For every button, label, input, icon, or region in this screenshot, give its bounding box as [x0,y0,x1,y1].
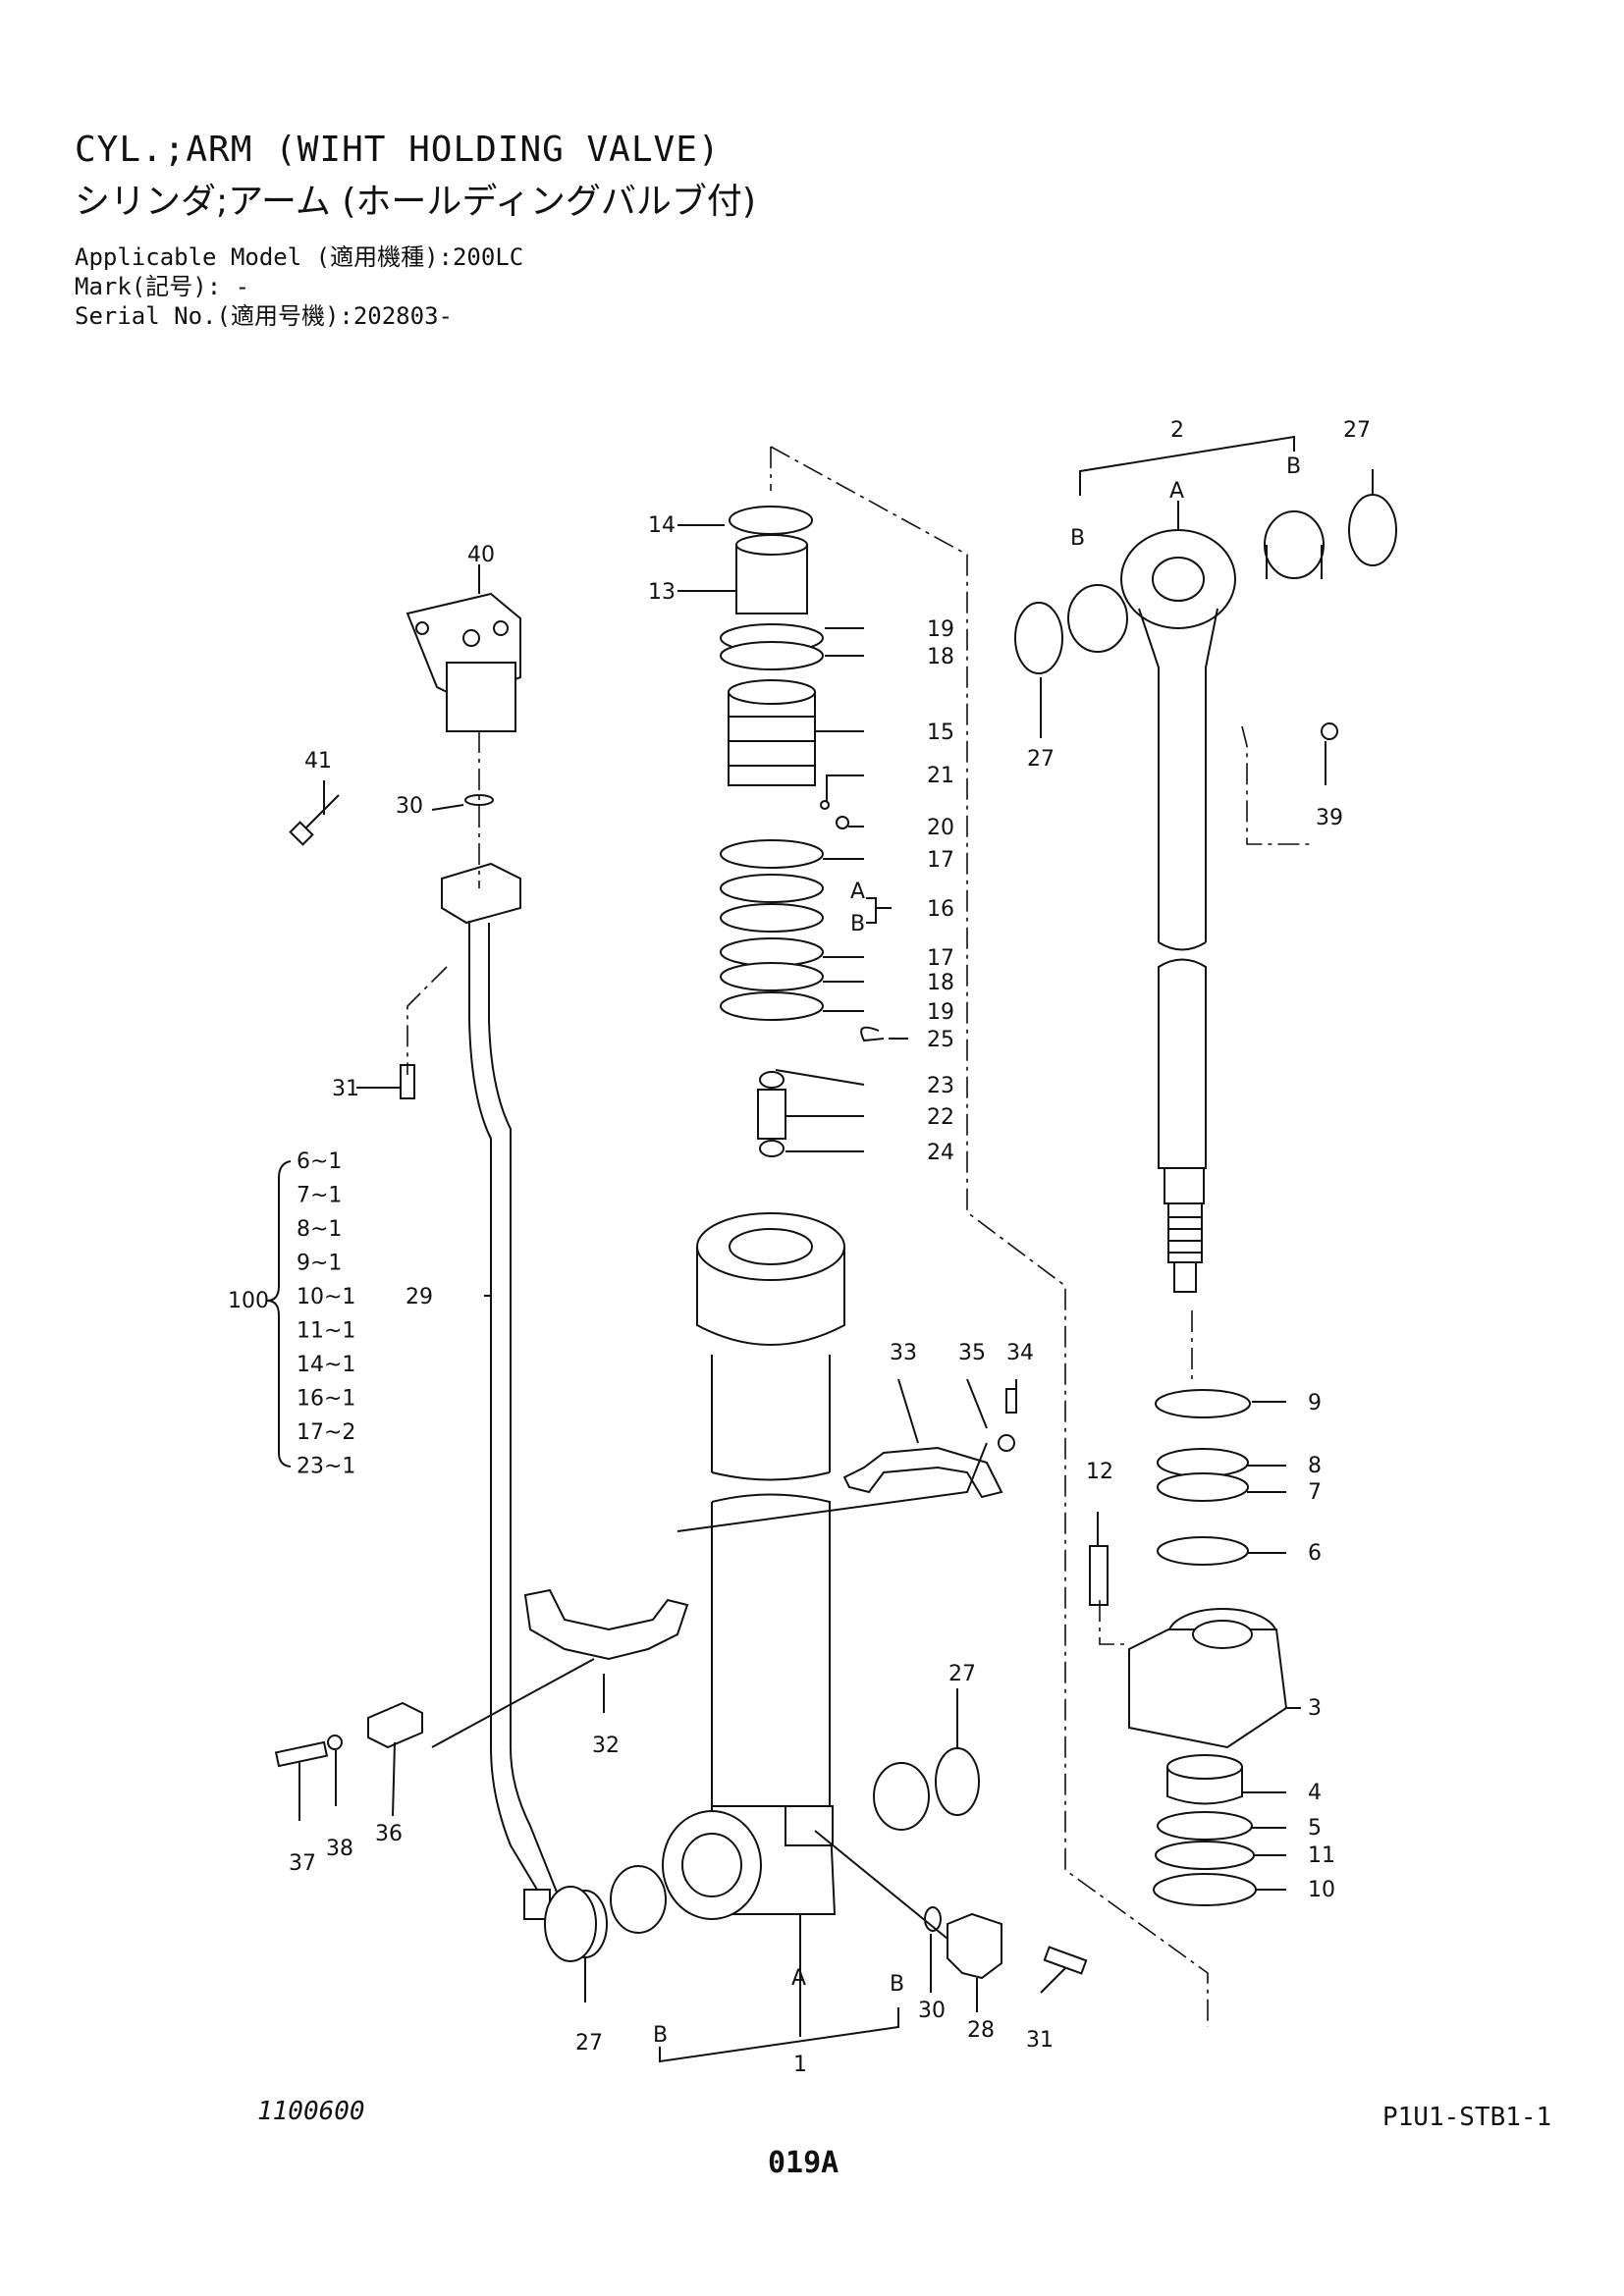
kit-item: 10~1 [297,1285,355,1309]
kit-item: 17~2 [297,1420,355,1445]
callout-13: 13 [648,580,676,605]
callout-37: 37 [289,1851,316,1876]
callout-35: 35 [958,1341,986,1365]
assembly-path-valve [406,731,480,1075]
callout-30: 30 [396,794,423,819]
callout-23: 23 [927,1074,954,1098]
clamp-leader [677,1442,988,1532]
callout-B: B [890,1972,904,1997]
callout-18: 18 [927,971,954,995]
assembly-path-center [770,446,1209,2027]
callout-41: 41 [304,749,332,774]
title-japanese: シリンダ;アーム (ホールディングバルブ付) [75,182,756,222]
callout-A: A [1169,479,1184,504]
callout-18: 18 [927,645,954,669]
kit-item: 16~1 [297,1387,355,1412]
bracket-16 [866,897,892,924]
kit-item: 23~1 [297,1455,355,1479]
callout-39: 39 [1316,806,1343,830]
rod-gland [1089,1389,1288,1906]
callout-27: 27 [1027,747,1055,772]
kit-item: 7~1 [297,1184,342,1208]
callout-17: 17 [927,946,954,971]
page-number: 019A [768,2146,839,2180]
callout-24: 24 [927,1141,954,1165]
callout-19: 19 [927,1000,954,1025]
callout-5: 5 [1308,1816,1322,1841]
callout-6: 6 [1308,1541,1322,1566]
callout-3: 3 [1308,1696,1322,1721]
cylinder-tube [662,1212,845,1920]
callout-30: 30 [918,1999,946,2023]
sheet-code: P1U1-STB1-1 [1382,2103,1552,2132]
callout-40: 40 [467,543,495,567]
callout-15: 15 [927,721,954,745]
callout-4: 4 [1308,1781,1322,1805]
callout-17: 17 [927,848,954,873]
callout-A: A [850,880,865,904]
callout-32: 32 [592,1734,620,1758]
callout-7: 7 [1308,1480,1322,1505]
callout-29: 29 [406,1285,433,1309]
leader-lines [298,469,1374,2037]
callout-10: 10 [1308,1878,1335,1902]
callout-25: 25 [927,1028,954,1052]
piston-stack [720,506,885,1157]
kit-item: 14~1 [297,1353,355,1377]
callout-11: 11 [1308,1843,1335,1868]
callout-36: 36 [375,1822,403,1846]
kit-item: 9~1 [297,1252,342,1276]
callout-31: 31 [1026,2028,1054,2053]
assembly-path-bolt [1099,1600,1127,1645]
callout-34: 34 [1006,1341,1034,1365]
callout-22: 22 [927,1105,954,1130]
callout-28: 28 [967,2018,995,2043]
callout-B: B [653,2023,668,2048]
assembly-path-grease [1241,725,1311,845]
kit-number: 100 [228,1289,269,1313]
title-english: CYL.;ARM (WIHT HOLDING VALVE) [75,130,721,170]
drawing-number: 1100600 [257,2097,365,2126]
callout-B: B [850,912,865,936]
callout-16: 16 [927,897,954,922]
flange-leader [814,1830,948,1940]
callout-33: 33 [890,1341,917,1365]
callout-B: B [1286,454,1301,479]
kit-item: 11~1 [297,1319,355,1344]
callout-12: 12 [1086,1460,1113,1484]
mark: Mark(記号): - [75,273,250,300]
callout-1: 1 [793,2053,807,2077]
callout-21: 21 [927,764,954,788]
bracket-bushings-rod [1079,435,1295,496]
callout-20: 20 [927,816,954,840]
applicable-model: Applicable Model (適用機種):200LC [75,243,524,271]
callout-9: 9 [1308,1391,1322,1415]
rod-bushings [1014,494,1397,740]
kit-brace [266,1160,292,1468]
kit-item-list: 6~1 7~1 8~1 9~1 10~1 11~1 14~1 16~1 17~2 23~1 [297,1149,355,1479]
plate-leader [431,1658,595,1748]
clamps-and-bolts [274,1388,1088,1980]
piston-rod [1120,529,1236,1293]
callout-8: 8 [1308,1454,1322,1478]
callout-14: 14 [648,513,676,538]
kit-item: 6~1 [297,1149,342,1174]
callout-A: A [791,1966,806,1991]
callout-2: 2 [1170,418,1184,443]
holding-valve-and-pipe [289,592,559,1920]
callout-38: 38 [326,1837,353,1861]
kit-item: 8~1 [297,1217,342,1242]
bracket-bushings-tube [659,2007,899,2063]
callout-19: 19 [927,617,954,642]
callout-31: 31 [332,1077,359,1101]
callout-B: B [1070,526,1085,551]
callout-27: 27 [575,2031,603,2056]
callout-27: 27 [948,1662,976,1686]
callout-27: 27 [1343,418,1371,443]
serial-number: Serial No.(適用号機):202803- [75,302,453,330]
